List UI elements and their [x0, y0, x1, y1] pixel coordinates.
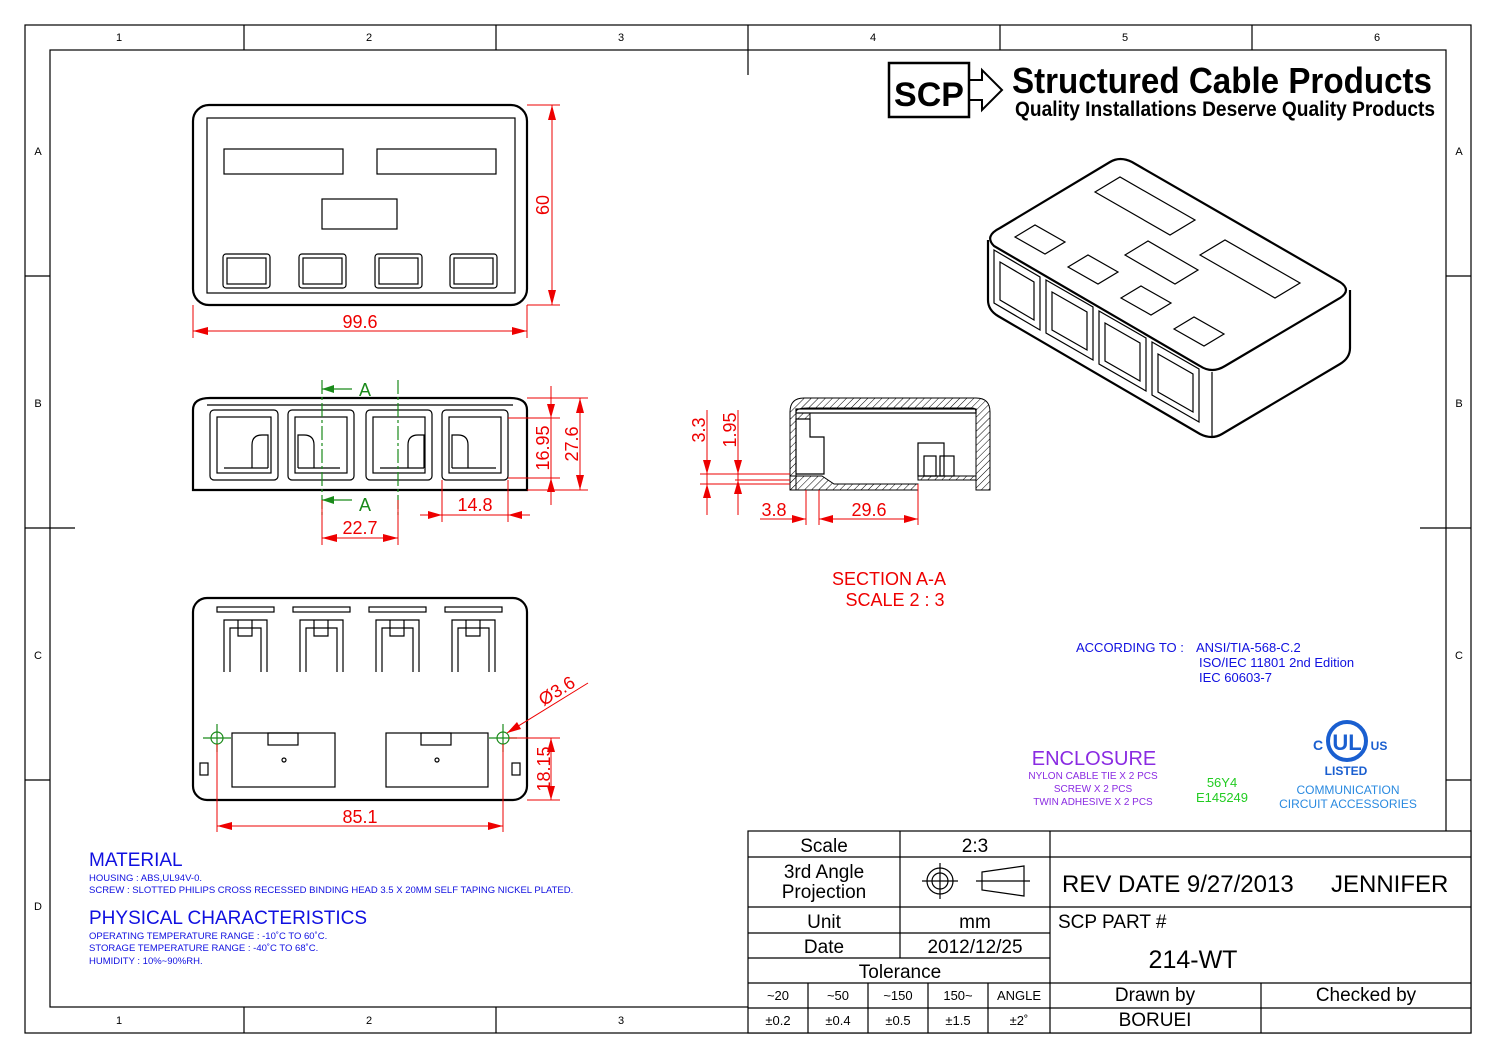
- standard-2: ISO/IEC 11801 2nd Edition: [1199, 655, 1354, 670]
- enclosure-item-2: SCREW X 2 PCS: [1054, 784, 1133, 795]
- zone-row-b: B: [34, 398, 41, 410]
- tolerance-value-4: ±1.5: [945, 1013, 970, 1028]
- ul-c: C: [1313, 737, 1323, 753]
- scale-label: Scale: [800, 836, 848, 857]
- ul-us: US: [1371, 739, 1388, 753]
- zone-col-3-bottom: 3: [618, 1015, 624, 1027]
- ul-listed-logo: UL C US LISTED COMMUNICATION CIRCUIT ACC…: [1279, 720, 1417, 811]
- enclosure-title: ENCLOSURE: [1032, 748, 1156, 770]
- tolerance-value-2: ±0.4: [825, 1013, 850, 1028]
- standards-label: ACCORDING TO :: [1076, 640, 1184, 655]
- material-title: MATERIAL: [89, 850, 183, 871]
- tolerance-value-1: ±0.2: [765, 1013, 790, 1028]
- material-line-2: SCREW : SLOTTED PHILIPS CROSS RECESSED B…: [89, 885, 573, 896]
- section-view: 3.3 1.95 3.8 29.6 SECTION A-A SCALE 2 : …: [689, 397, 991, 610]
- dim-top-width: 99.6: [342, 312, 377, 332]
- date-label: Date: [804, 937, 844, 958]
- date-value: 2012/12/25: [927, 937, 1022, 958]
- unit-label: Unit: [807, 912, 842, 933]
- zone-col-2: 2: [366, 32, 372, 44]
- rev-by: JENNIFER: [1331, 871, 1448, 898]
- dim-sec-29-6: 29.6: [851, 500, 886, 520]
- dim-body-height: 27.6: [562, 426, 582, 461]
- section-title: SECTION A-A: [832, 569, 946, 589]
- tolerance-label: Tolerance: [859, 962, 941, 983]
- dim-sec-3-8: 3.8: [761, 500, 786, 520]
- isometric-view: [986, 157, 1352, 439]
- bottom-view: Ø3.6 18.15 85.1: [191, 596, 589, 832]
- ul-mark: UL: [1332, 730, 1361, 755]
- tolerance-range-1: ~20: [767, 988, 789, 1003]
- ul-file-number: E145249: [1196, 790, 1248, 805]
- tolerance-range-2: ~50: [827, 988, 849, 1003]
- zone-row-a-right: A: [1455, 146, 1463, 158]
- enclosure-item-1: NYLON CABLE TIE X 2 PCS: [1028, 771, 1158, 782]
- part-number: 214-WT: [1149, 946, 1238, 974]
- zone-col-2-bottom: 2: [366, 1015, 372, 1027]
- top-view: 60 99.6: [191, 103, 560, 338]
- section-marker-bottom: A: [359, 495, 371, 515]
- dim-hole-diameter: Ø3.6: [535, 672, 579, 710]
- zone-col-3: 3: [618, 32, 624, 44]
- tolerance-value-5: ±2˚: [1010, 1013, 1029, 1028]
- scp-logo: SCP Structured Cable Products Quality In…: [887, 60, 1435, 121]
- dim-port-height: 16.95: [533, 425, 553, 470]
- part-label: SCP PART #: [1058, 912, 1167, 933]
- tolerance-range-5: ANGLE: [997, 988, 1041, 1003]
- scale-value: 2:3: [962, 836, 988, 857]
- standard-3: IEC 60603-7: [1199, 670, 1272, 685]
- physical-line-3: HUMIDITY : 10%~90%RH.: [89, 956, 203, 967]
- dim-port-width: 14.8: [457, 495, 492, 515]
- drawn-by-label: Drawn by: [1115, 985, 1196, 1006]
- zone-col-6: 6: [1374, 32, 1380, 44]
- ul-category-1: COMMUNICATION: [1296, 783, 1399, 797]
- zone-col-1: 1: [116, 32, 122, 44]
- material-line-1: HOUSING : ABS,UL94V-0.: [89, 873, 202, 884]
- unit-value: mm: [959, 912, 991, 933]
- zone-row-c: C: [34, 650, 42, 662]
- enclosure-note: ENCLOSURE NYLON CABLE TIE X 2 PCS SCREW …: [1028, 748, 1248, 808]
- zone-row-a: A: [34, 146, 42, 158]
- section-scale: SCALE 2 : 3: [845, 590, 944, 610]
- zone-row-d: D: [34, 901, 42, 913]
- zone-col-1-bottom: 1: [116, 1015, 122, 1027]
- physical-line-2: STORAGE TEMPERATURE RANGE : -40˚C TO 68˚…: [89, 943, 318, 954]
- zone-col-5: 5: [1122, 32, 1128, 44]
- tolerance-range-4: 150~: [943, 988, 973, 1003]
- dim-sec-1-95: 1.95: [720, 412, 740, 447]
- dim-sec-3-3: 3.3: [689, 417, 709, 442]
- projection-label-2: Projection: [782, 882, 867, 903]
- logo-mark: SCP: [894, 76, 964, 114]
- projection-label-1: 3rd Angle: [784, 862, 864, 883]
- physical-line-1: OPERATING TEMPERATURE RANGE : -10˚C TO 6…: [89, 931, 327, 942]
- dim-top-height: 60: [533, 195, 553, 215]
- zone-col-4: 4: [870, 32, 876, 44]
- checked-by-label: Checked by: [1316, 985, 1417, 1006]
- front-view: A A 16.95 27.6 14.8 22.7: [191, 380, 588, 545]
- dim-port-pitch: 22.7: [342, 518, 377, 538]
- logo-company: Structured Cable Products: [1012, 60, 1432, 101]
- zone-row-c-right: C: [1455, 650, 1463, 662]
- logo-slogan: Quality Installations Deserve Quality Pr…: [1015, 98, 1435, 121]
- enclosure-item-3: TWIN ADHESIVE X 2 PCS: [1033, 797, 1153, 808]
- drawn-by-value: BORUEI: [1119, 1010, 1192, 1031]
- dim-hole-spacing: 85.1: [342, 807, 377, 827]
- standards-note: ACCORDING TO : ANSI/TIA-568-C.2 ISO/IEC …: [1076, 640, 1354, 685]
- ul-code: 56Y4: [1207, 775, 1237, 790]
- title-block: Scale 2:3 3rd Angle Projection Unit mm D…: [747, 830, 1472, 1034]
- physical-title: PHYSICAL CHARACTERISTICS: [89, 908, 367, 929]
- third-angle-projection-icon: [922, 863, 1030, 899]
- rev-date: REV DATE 9/27/2013: [1062, 871, 1294, 898]
- ul-listed: LISTED: [1325, 764, 1368, 778]
- tolerance-range-3: ~150: [883, 988, 912, 1003]
- zone-row-b-right: B: [1455, 398, 1462, 410]
- ul-category-2: CIRCUIT ACCESSORIES: [1279, 797, 1417, 811]
- section-marker-top: A: [359, 380, 371, 400]
- dim-hole-offset: 18.15: [534, 746, 554, 791]
- tolerance-value-3: ±0.5: [885, 1013, 910, 1028]
- standard-1: ANSI/TIA-568-C.2: [1196, 640, 1301, 655]
- material-notes: MATERIAL HOUSING : ABS,UL94V-0. SCREW : …: [89, 850, 573, 967]
